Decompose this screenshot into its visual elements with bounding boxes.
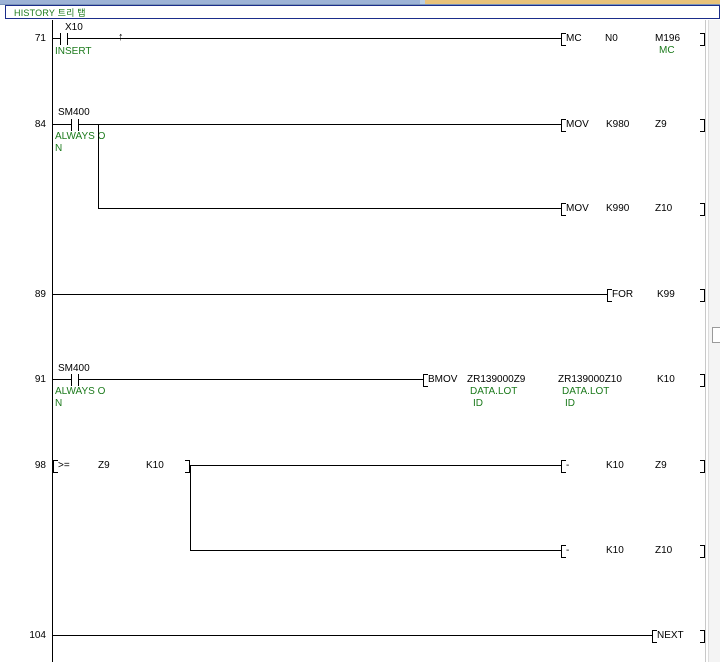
compare-bracket-right [185, 460, 190, 473]
contact-comment: ALWAYS O [55, 386, 106, 397]
instruction-bracket-right [700, 119, 705, 132]
compare-op[interactable]: >= [58, 460, 70, 471]
instruction-op[interactable]: NEXT [657, 630, 684, 641]
compare-bracket-left [53, 460, 58, 473]
instruction-op[interactable]: FOR [612, 289, 634, 300]
instruction-bracket-right [700, 374, 705, 387]
top-strip-segment [0, 0, 420, 4]
history-tab-header[interactable]: HISTORY 트리 탭 [5, 5, 720, 19]
contact-symbol[interactable] [71, 119, 79, 131]
instruction-arg[interactable]: ZR139000Z9 [467, 374, 526, 385]
instruction-arg[interactable]: Z10 [655, 545, 673, 556]
instruction-arg[interactable]: Z9 [655, 119, 667, 130]
instruction-op[interactable]: MC [566, 33, 582, 44]
arg-comment: DATA.LOT [562, 386, 610, 397]
rung-line [53, 38, 561, 39]
instruction-bracket-left [423, 374, 428, 387]
instruction-arg[interactable]: M196 [655, 33, 681, 44]
instruction-bracket-left [607, 289, 612, 302]
instruction-bracket-left [561, 460, 566, 473]
instruction-bracket-right [700, 545, 705, 558]
instruction-op[interactable]: - [566, 545, 570, 556]
rising-edge-arrow-icon: ↑ [118, 31, 124, 43]
instruction-arg[interactable]: N0 [605, 33, 618, 44]
instruction-arg[interactable]: K99 [657, 289, 675, 300]
branch-line [190, 465, 191, 550]
step-number: 98 [34, 460, 46, 471]
contact-device-label: X10 [65, 22, 83, 33]
instruction-op[interactable]: MOV [566, 203, 589, 214]
right-power-rail [705, 20, 706, 662]
compare-s2[interactable]: K10 [146, 460, 164, 471]
instruction-arg[interactable]: K10 [606, 460, 624, 471]
history-tab-label: HISTORY 트리 탭 [14, 8, 86, 18]
rung-line [53, 635, 652, 636]
instruction-bracket-left [561, 203, 566, 216]
step-number: 84 [34, 119, 46, 130]
scrollbar-thumb[interactable] [712, 327, 720, 343]
top-strip-accent [425, 0, 720, 4]
branch-rung-line [190, 550, 561, 551]
branch-rung-line [98, 208, 561, 209]
instruction-bracket-left [561, 119, 566, 132]
instruction-arg[interactable]: Z10 [655, 203, 673, 214]
instruction-arg[interactable]: K10 [606, 545, 624, 556]
step-number: 91 [34, 374, 46, 385]
instruction-bracket-right [700, 33, 705, 46]
instruction-bracket-right [700, 460, 705, 473]
instruction-bracket-right [700, 289, 705, 302]
contact-comment: N [55, 143, 63, 154]
rung-line [53, 124, 561, 125]
branch-line [98, 124, 99, 208]
contact-comment: INSERT [55, 46, 92, 57]
instruction-bracket-right [700, 203, 705, 216]
instruction-arg[interactable]: ZR139000Z10 [558, 374, 622, 385]
instruction-arg[interactable]: Z9 [655, 460, 667, 471]
instruction-arg[interactable]: K980 [606, 119, 630, 130]
arg-comment: ID [473, 398, 483, 409]
instruction-op[interactable]: BMOV [428, 374, 458, 385]
compare-s1[interactable]: Z9 [98, 460, 110, 471]
instruction-op[interactable]: - [566, 460, 570, 471]
window-top-strip [0, 0, 720, 5]
contact-device-label: SM400 [58, 107, 90, 118]
contact-symbol[interactable] [60, 33, 68, 45]
rung-line [190, 465, 561, 466]
step-number: 71 [34, 33, 46, 44]
rung-line [53, 379, 423, 380]
vertical-scrollbar[interactable] [708, 20, 720, 662]
instruction-arg[interactable]: K990 [606, 203, 630, 214]
arg-comment: MC [659, 45, 675, 56]
instruction-bracket-left [561, 33, 566, 46]
instruction-bracket-right [700, 630, 705, 643]
step-number: 89 [34, 289, 46, 300]
contact-comment: ALWAYS O [55, 131, 106, 142]
arg-comment: ID [565, 398, 575, 409]
contact-symbol[interactable] [71, 374, 79, 386]
step-number: 104 [29, 630, 46, 641]
rung-line [53, 294, 607, 295]
instruction-bracket-left [652, 630, 657, 643]
left-power-rail [52, 20, 53, 662]
instruction-arg[interactable]: K10 [657, 374, 675, 385]
contact-comment: N [55, 398, 63, 409]
instruction-bracket-left [561, 545, 566, 558]
arg-comment: DATA.LOT [470, 386, 518, 397]
contact-device-label: SM400 [58, 363, 90, 374]
instruction-op[interactable]: MOV [566, 119, 589, 130]
